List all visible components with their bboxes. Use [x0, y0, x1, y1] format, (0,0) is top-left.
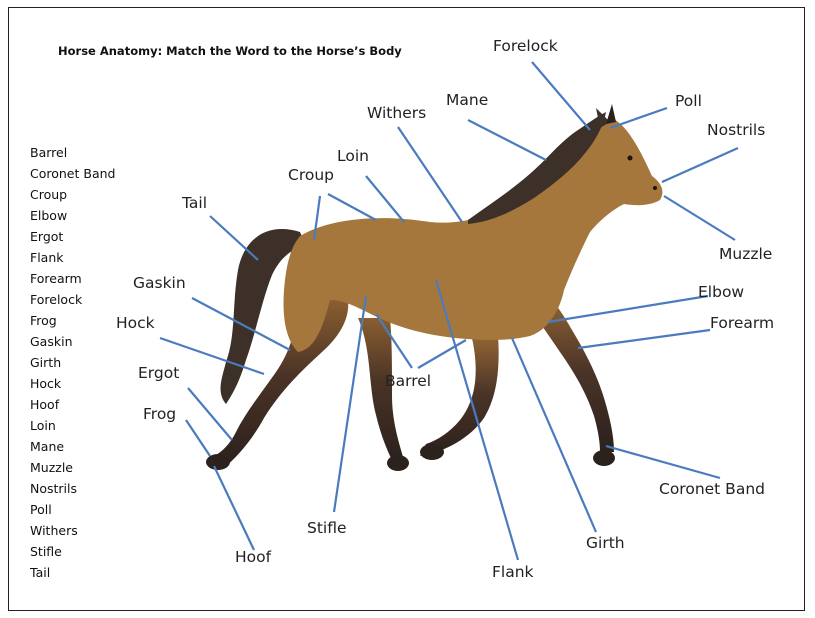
muzzle-leader: [664, 196, 735, 240]
elbow-leader: [548, 296, 708, 322]
label-gaskin: Gaskin: [133, 274, 186, 292]
label-coronet-band: Coronet Band: [659, 480, 765, 498]
label-withers: Withers: [367, 104, 426, 122]
label-hock: Hock: [116, 314, 155, 332]
label-muzzle: Muzzle: [719, 245, 772, 263]
label-frog: Frog: [143, 405, 176, 423]
forelock-leader: [532, 62, 590, 130]
hoof-leader: [214, 466, 254, 550]
label-mane: Mane: [446, 91, 488, 109]
hoof-shape: [206, 454, 230, 470]
label-flank: Flank: [492, 563, 534, 581]
label-ergot: Ergot: [138, 364, 179, 382]
tail-leader: [210, 216, 258, 260]
hoof-shape: [593, 450, 615, 466]
croup-leader: [328, 194, 376, 220]
label-croup: Croup: [288, 166, 334, 184]
hoof-shape: [420, 444, 444, 460]
label-hoof: Hoof: [235, 548, 271, 566]
ear: [606, 104, 616, 124]
label-elbow: Elbow: [698, 283, 744, 301]
eye: [628, 156, 633, 161]
label-tail: Tail: [182, 194, 207, 212]
label-forelock: Forelock: [493, 37, 558, 55]
label-poll: Poll: [675, 92, 702, 110]
label-nostrils: Nostrils: [707, 121, 765, 139]
hoof-shape: [387, 455, 409, 471]
label-forearm: Forearm: [710, 314, 774, 332]
poll-leader: [610, 108, 667, 128]
mane-leader: [468, 120, 546, 160]
label-stifle: Stifle: [307, 519, 347, 537]
far-front-leg: [420, 330, 499, 456]
label-girth: Girth: [586, 534, 625, 552]
label-barrel: Barrel: [385, 372, 431, 390]
nostril: [653, 186, 657, 190]
loin-leader: [366, 176, 404, 222]
label-loin: Loin: [337, 147, 369, 165]
nostrils-leader: [662, 148, 738, 182]
coronet-band-leader: [606, 446, 720, 478]
frog-leader: [186, 420, 210, 456]
forearm-leader: [578, 330, 710, 348]
withers-leader: [398, 127, 462, 222]
